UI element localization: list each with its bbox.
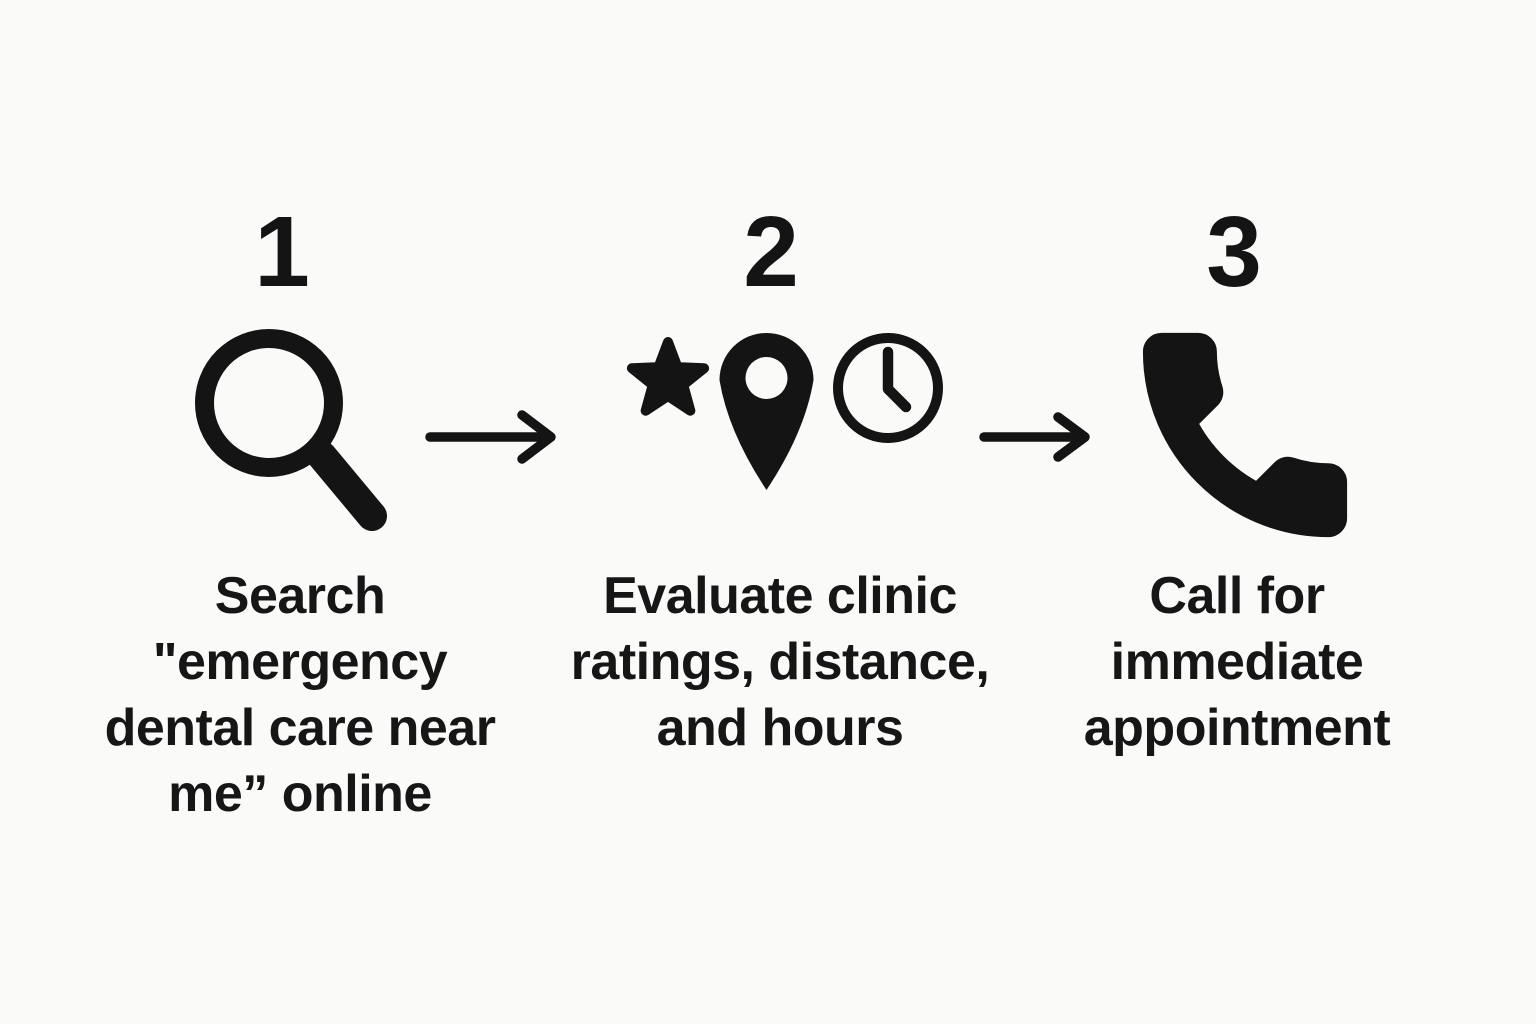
- arrow-right-icon: [978, 407, 1093, 467]
- star-icon: [626, 337, 710, 416]
- clock-icon: [833, 333, 943, 443]
- map-pin-icon: [719, 332, 814, 490]
- phone-icon: [1120, 310, 1370, 560]
- step-2-number: 2: [743, 196, 799, 308]
- step-3-number: 3: [1206, 196, 1262, 308]
- search-icon: [175, 320, 395, 540]
- step-1-number: 1: [254, 196, 310, 308]
- arrow-right-icon: [425, 407, 560, 467]
- step-2-icons: [615, 320, 955, 500]
